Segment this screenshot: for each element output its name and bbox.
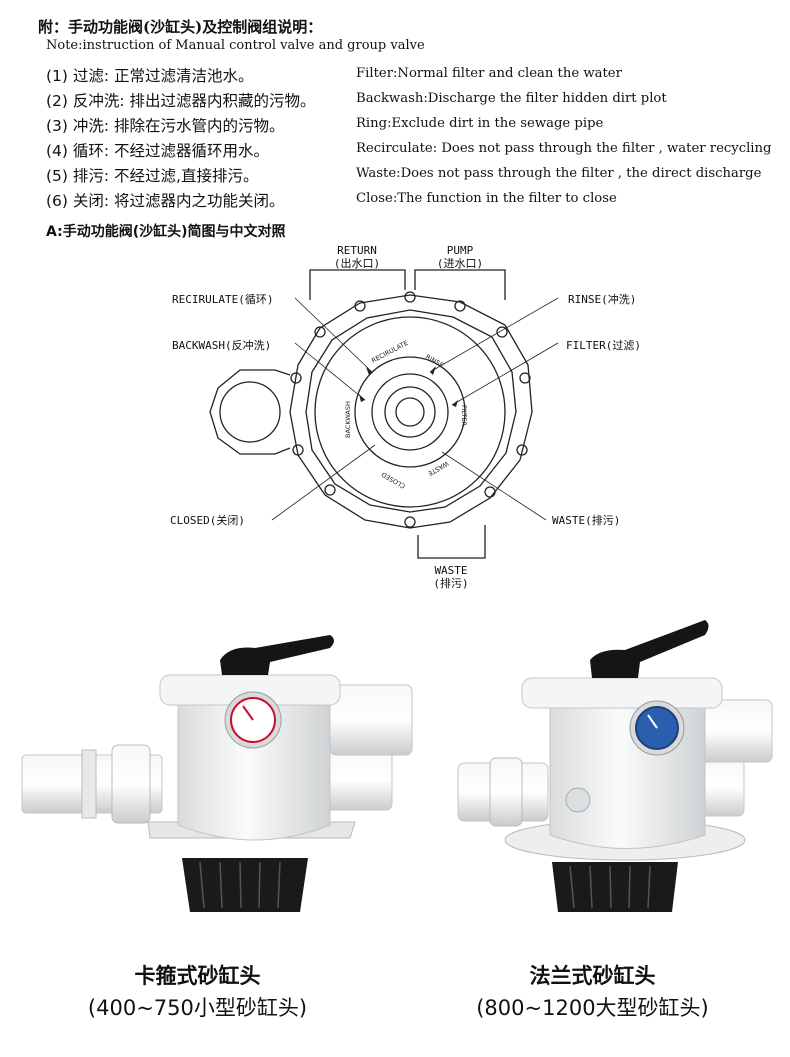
leader-rinse — [429, 297, 559, 373]
side-port-circle — [219, 381, 281, 443]
list-item-en: Ring:Exclude dirt in the sewage pipe — [356, 116, 604, 131]
label-waste: WASTE(排污) — [552, 513, 620, 527]
strainer-basket — [552, 862, 678, 912]
clamp-valve-photo — [21, 635, 413, 912]
product-range-clamp: (400~750小型砂缸头) — [87, 996, 308, 1020]
label-pump-en: PUMP — [447, 244, 474, 257]
valve-diagram: RETURN (出水口) PUMP (进水口) RECIRULATE(循环) B… — [170, 244, 641, 590]
union-nut — [111, 744, 151, 824]
product-photos — [21, 620, 773, 912]
list-item-en: Close:The function in the filter to clos… — [356, 191, 617, 206]
gauge-needle — [647, 714, 658, 729]
leader-filter — [451, 342, 559, 406]
leader-closed — [271, 444, 376, 521]
valve-body-inner-outline — [305, 309, 517, 513]
side-port-outline — [209, 369, 291, 455]
ring-label-waste: WASTE — [426, 459, 450, 477]
list-item-cn: (2) 反冲洗: 排出过滤器内积藏的污物。 — [46, 92, 316, 110]
waste-port-outline — [417, 525, 486, 559]
arrow-head — [430, 366, 436, 375]
list-item-cn: (6) 关闭: 将过滤器内之功能关闭。 — [46, 192, 285, 210]
leader-backwash — [294, 342, 366, 401]
label-waste-bottom-en: WASTE — [434, 564, 467, 577]
center-shaft-inner — [395, 397, 425, 427]
label-pump-cn: (进水口) — [437, 257, 483, 270]
product-name-clamp: 卡箍式砂缸头 — [134, 964, 261, 988]
gauge-needle — [242, 705, 254, 721]
list-item-en: Filter:Normal filter and clean the water — [356, 66, 622, 81]
right-upper-pipe — [329, 684, 413, 756]
leader-recirculate — [294, 297, 373, 373]
valve-top — [521, 677, 723, 709]
handle — [220, 635, 334, 675]
bolt-hole — [454, 300, 466, 312]
selector-ring-middle — [354, 356, 466, 468]
list-item-en: Waste:Does not pass through the filter ,… — [356, 166, 762, 181]
list-item-cn: (3) 冲洗: 排除在污水管内的污物。 — [46, 117, 285, 135]
list-item-en: Recirculate: Does not pass through the f… — [356, 141, 772, 156]
right-upper-pipe — [699, 699, 773, 763]
bolt-hole — [324, 484, 336, 496]
list-item-cn: (5) 排污: 不经过滤,直接排污。 — [46, 167, 259, 185]
union-nut — [489, 757, 523, 827]
ring-label-rinse: RINSE — [424, 353, 445, 370]
ring-label-filter: FILTER — [460, 405, 468, 426]
bolt-hole — [290, 372, 302, 384]
drain-port — [565, 787, 591, 813]
label-recirculate: RECIRULATE(循环) — [172, 293, 273, 306]
list-item-en: Backwash:Discharge the filter hidden dir… — [356, 91, 667, 106]
label-rinse: RINSE(冲洗) — [568, 292, 636, 306]
diagram-title: A:手动功能阀(沙缸头)简图与中文对照 — [46, 224, 286, 240]
handle — [590, 620, 709, 678]
label-return-en: RETURN — [337, 244, 377, 257]
selector-ring-inner — [371, 373, 449, 451]
valve-body — [177, 689, 331, 841]
ring-label-backwash: BACKWASH — [344, 401, 352, 438]
list-item-cn: (4) 循环: 不经过滤器循环用水。 — [46, 142, 270, 160]
arrow-head — [359, 394, 365, 402]
return-port-outline — [309, 269, 406, 300]
bolt-hole — [314, 326, 326, 338]
label-backwash: BACKWASH(反冲洗) — [172, 338, 271, 352]
leader-waste — [441, 451, 547, 521]
bolt-hole — [404, 516, 416, 528]
bolt-hole — [354, 300, 366, 312]
arrow-head — [366, 367, 372, 375]
center-shaft-outer — [384, 386, 436, 438]
bolt-hole — [516, 444, 528, 456]
strainer-basket — [182, 858, 308, 912]
valve-body-outline — [289, 294, 533, 529]
label-waste-bottom-cn: (排污) — [433, 576, 468, 590]
bolt-hole — [292, 444, 304, 456]
bolt-hole — [496, 326, 508, 338]
product-name-flange: 法兰式砂缸头 — [529, 964, 656, 988]
pipe-ring — [81, 749, 97, 819]
ring-label-closed: CLOSED — [380, 470, 407, 490]
page-title-en: Note:instruction of Manual control valve… — [46, 38, 425, 53]
bolt-hole — [484, 486, 496, 498]
bolt-hole — [404, 291, 416, 303]
bolt-hole — [519, 372, 531, 384]
selector-ring-outer — [314, 316, 506, 508]
arrow-head — [452, 400, 458, 407]
label-closed: CLOSED(关闭) — [170, 513, 245, 527]
label-filter: FILTER(过滤) — [566, 339, 641, 352]
flange-valve-photo — [457, 620, 773, 912]
page-title-cn: 附：手动功能阀(沙缸头)及控制阀组说明： — [38, 18, 323, 36]
label-return-cn: (出水口) — [334, 256, 380, 270]
product-range-flange: (800~1200大型砂缸头) — [476, 996, 709, 1020]
pump-port-outline — [414, 269, 506, 300]
list-item-cn: (1) 过滤: 正常过滤清洁池水。 — [46, 67, 254, 85]
